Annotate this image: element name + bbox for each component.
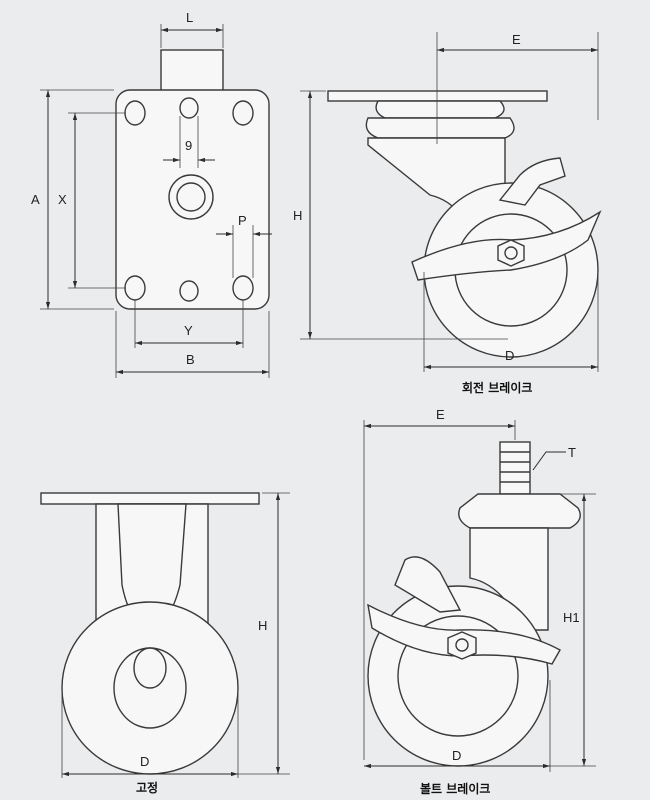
brake-lever <box>498 157 566 206</box>
hub <box>133 647 167 689</box>
bolt-hole <box>124 275 146 301</box>
dim-label-B: B <box>186 352 195 367</box>
dim-label-D: D <box>452 748 461 763</box>
dim-label-H: H <box>258 618 267 633</box>
bolt-hole <box>124 100 146 126</box>
center-hole-inner <box>176 182 206 212</box>
dim-label-E: E <box>512 32 521 47</box>
caption-bolt-brake: 볼트 브레이크 <box>420 781 490 796</box>
swivel-brake-view: E H D 회전 브레이크 <box>293 32 602 395</box>
dim-label-A: A <box>31 192 40 207</box>
leader-line-T <box>532 451 566 471</box>
bolt-hole <box>179 280 199 302</box>
top-plate <box>327 90 548 102</box>
plate-tab <box>160 49 224 96</box>
dim-label-P: P <box>238 213 247 228</box>
bolt-hole <box>232 100 254 126</box>
dim-label-H1: H1 <box>563 610 580 625</box>
axle <box>504 246 518 260</box>
dim-label-X: X <box>58 192 67 207</box>
top-plate-view: L A X 9 P Y B <box>31 10 272 378</box>
dim-label-D: D <box>140 754 149 769</box>
fixed-view: H D 고정 <box>40 492 290 795</box>
dim-label-H: H <box>293 208 302 223</box>
brake-lever <box>394 556 462 613</box>
threaded-bolt <box>499 441 531 495</box>
bolt-hole <box>179 97 199 119</box>
bolt-hole <box>232 275 254 301</box>
bearing-ring <box>365 117 515 139</box>
dim-label-Y: Y <box>184 323 193 338</box>
swivel-bearing <box>375 100 505 119</box>
caption-swivel-brake: 회전 브레이크 <box>462 380 532 395</box>
bearing-ring <box>458 493 581 529</box>
thread-lines <box>500 451 530 483</box>
top-plate <box>40 492 260 505</box>
caption-fixed: 고정 <box>136 780 158 795</box>
dim-label-E: E <box>436 407 445 422</box>
dim-label-L: L <box>186 10 193 25</box>
dim-label-slot-width: 9 <box>185 138 192 153</box>
axle <box>455 638 469 652</box>
bolt-brake-view: E T H1 D 볼트 브레이크 <box>363 407 596 796</box>
dim-label-D: D <box>505 348 514 363</box>
dim-label-T: T <box>568 445 576 460</box>
